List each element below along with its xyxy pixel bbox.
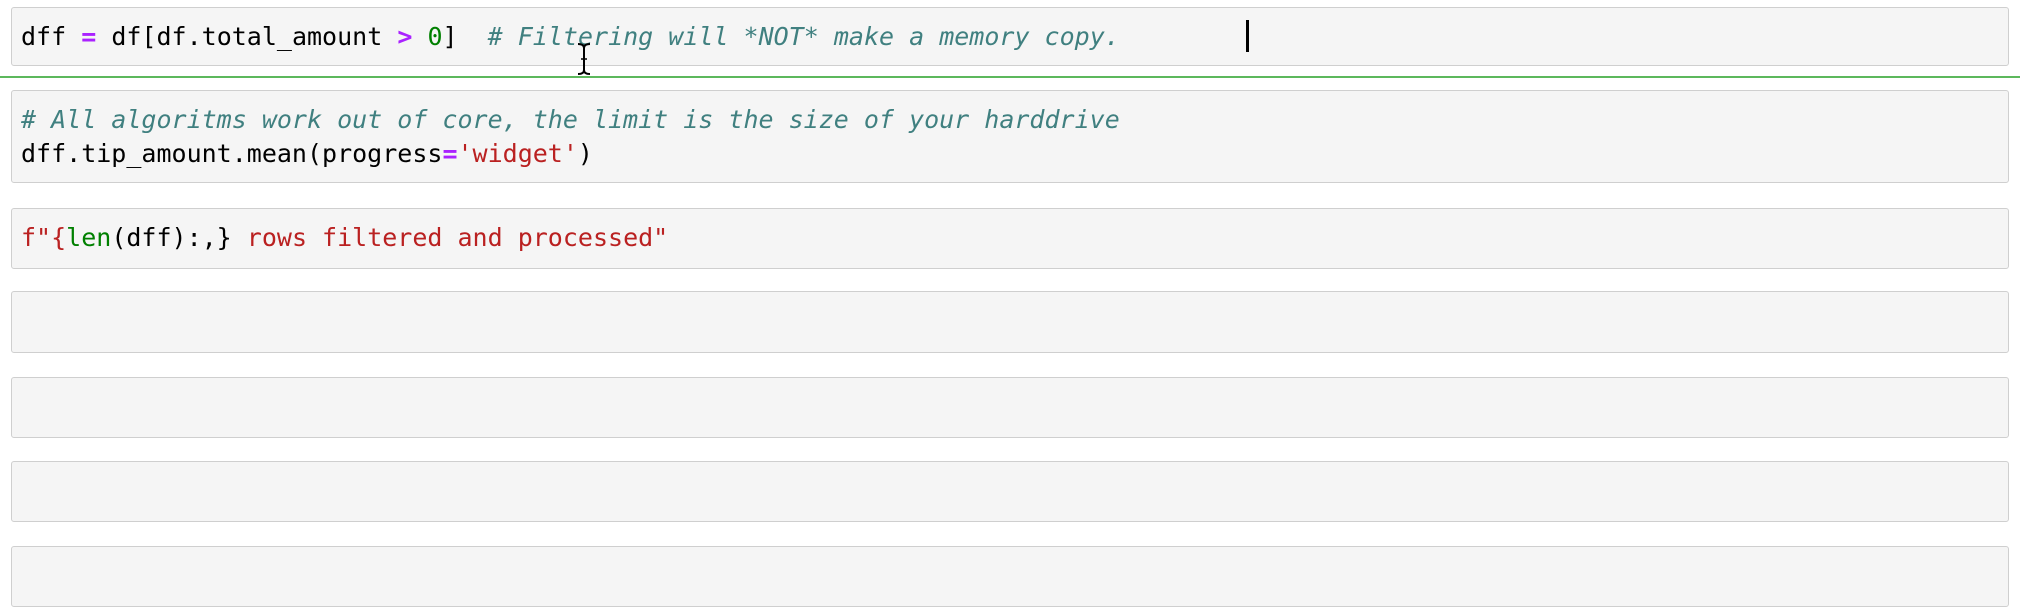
code-cell-3-line-1: f"{len(dff):,} rows filtered and process…	[21, 221, 668, 255]
code-token-str: f"{	[21, 223, 67, 252]
code-token-op: >	[397, 22, 413, 51]
selected-cell-divider	[0, 76, 2020, 78]
code-cell-4-empty[interactable]	[11, 291, 2009, 353]
code-token-plain: dff	[21, 22, 82, 51]
code-cell-1[interactable]: dff = df[df.total_amount > 0] # Filterin…	[11, 7, 2009, 66]
code-cell-6-empty[interactable]	[11, 461, 2009, 522]
code-token-plain: df[df.total_amount	[96, 22, 398, 51]
code-token-plain: dff.tip_amount.mean(progress	[21, 139, 443, 168]
code-token-str: 'widget'	[457, 139, 578, 168]
code-cell-2-line-2: dff.tip_amount.mean(progress='widget')	[21, 137, 593, 171]
code-cell-5-empty[interactable]	[11, 377, 2009, 438]
code-token-plain: ]	[442, 22, 488, 51]
code-cell-2-line-1: # All algoritms work out of core, the li…	[21, 103, 1120, 137]
code-token-str: rows filtered and processed"	[231, 223, 669, 252]
code-token-op: =	[81, 22, 97, 51]
text-caret	[1246, 20, 1249, 52]
code-token-plain	[412, 22, 427, 51]
code-cell-1-line-1: dff = df[df.total_amount > 0] # Filterin…	[21, 20, 1120, 54]
code-cell-3[interactable]: f"{len(dff):,} rows filtered and process…	[11, 208, 2009, 269]
code-cell-2[interactable]: # All algoritms work out of core, the li…	[11, 90, 2009, 183]
code-token-comment: # All algoritms work out of core, the li…	[21, 105, 1120, 134]
ibeam-cursor-icon	[577, 43, 591, 75]
code-token-comment: # Filtering will *NOT* make a memory cop…	[487, 22, 1120, 51]
code-token-op: =	[442, 139, 458, 168]
code-token-plain: )	[577, 139, 593, 168]
code-token-builtin: len	[66, 223, 112, 252]
code-token-plain: (dff):,}	[111, 223, 232, 252]
code-token-num: 0	[427, 22, 443, 51]
code-cell-7-empty[interactable]	[11, 546, 2009, 607]
